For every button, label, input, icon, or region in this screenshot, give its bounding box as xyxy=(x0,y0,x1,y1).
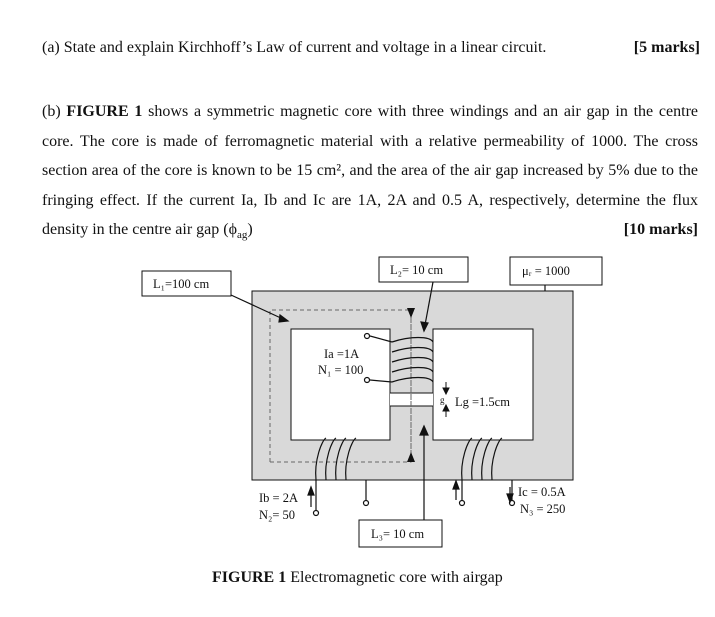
leader-lines xyxy=(230,281,546,520)
label-g: g xyxy=(440,395,445,405)
winding-n1 xyxy=(363,332,434,384)
airgap-arrows xyxy=(442,382,450,417)
question-b: (b) FIGURE 1 shows a symmetric magnetic … xyxy=(42,97,698,251)
label-l1: L₁=100 cm xyxy=(153,277,209,291)
caption-label: FIGURE 1 xyxy=(212,569,287,586)
label-n2: N₂= 50 xyxy=(259,508,295,522)
winding-n2 xyxy=(312,437,370,517)
label-n1: N₁ = 100 xyxy=(318,363,363,377)
question-a-marks: [5 marks] xyxy=(633,39,700,56)
label-ur: μᵣ = 1000 xyxy=(522,264,570,278)
winding-n3 xyxy=(458,437,516,507)
question-b-text: shows a symmetric magnetic core with thr… xyxy=(42,103,699,238)
question-a-text: (a) State and explain Kirchhoff’s Law of… xyxy=(42,39,547,56)
label-n3: N₃ = 250 xyxy=(520,502,565,516)
magnetic-core xyxy=(251,290,574,481)
current-arrows xyxy=(307,479,514,507)
question-b-subscript: ag xyxy=(237,229,248,242)
label-box-l1 xyxy=(141,270,232,297)
caption-text: Electromagnetic core with airgap xyxy=(286,569,503,586)
label-lg: Lg =1.5cm xyxy=(455,395,510,409)
label-ia: Ia =1A xyxy=(324,347,359,361)
label-box-ur xyxy=(509,256,603,286)
question-b-suffix: ) xyxy=(247,221,253,238)
figure-caption: FIGURE 1 Electromagnetic core with airga… xyxy=(212,569,503,587)
label-l3: L₃= 10 cm xyxy=(371,527,424,541)
label-box-l3 xyxy=(358,519,443,548)
label-l2: L₂= 10 cm xyxy=(390,263,443,277)
question-a: (a) State and explain Kirchhoff’s Law of… xyxy=(42,37,700,59)
label-ic: Ic = 0.5A xyxy=(518,485,566,499)
label-box-l2 xyxy=(378,256,469,283)
question-b-marks: [10 marks] xyxy=(623,221,698,238)
question-b-prefix: (b) xyxy=(42,103,67,120)
question-b-figure-ref: FIGURE 1 xyxy=(66,103,143,120)
label-ib: Ib = 2A xyxy=(259,491,298,505)
